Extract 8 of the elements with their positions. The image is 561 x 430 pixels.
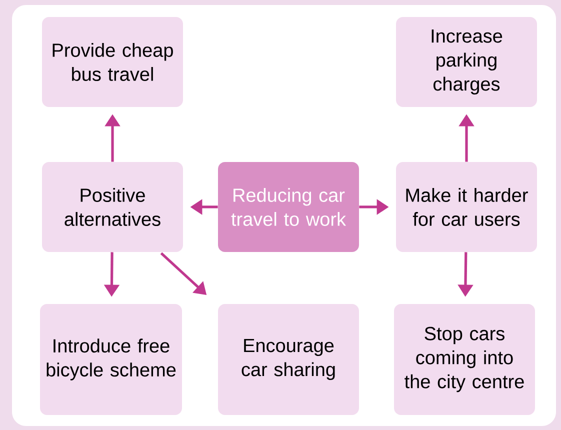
process-box: Positive alternatives <box>42 162 183 252</box>
process-box: Provide cheap bus travel <box>42 17 183 107</box>
process-box: Make it harder for car users <box>396 162 537 252</box>
process-box: Stop cars coming into the city centre <box>394 304 535 415</box>
process-box: Introduce free bicycle scheme <box>40 304 182 415</box>
process-box: Encourage car sharing <box>218 304 359 415</box>
process-box: Increase parking charges <box>396 17 537 107</box>
goal-box: Reducing car travel to work <box>218 162 359 252</box>
